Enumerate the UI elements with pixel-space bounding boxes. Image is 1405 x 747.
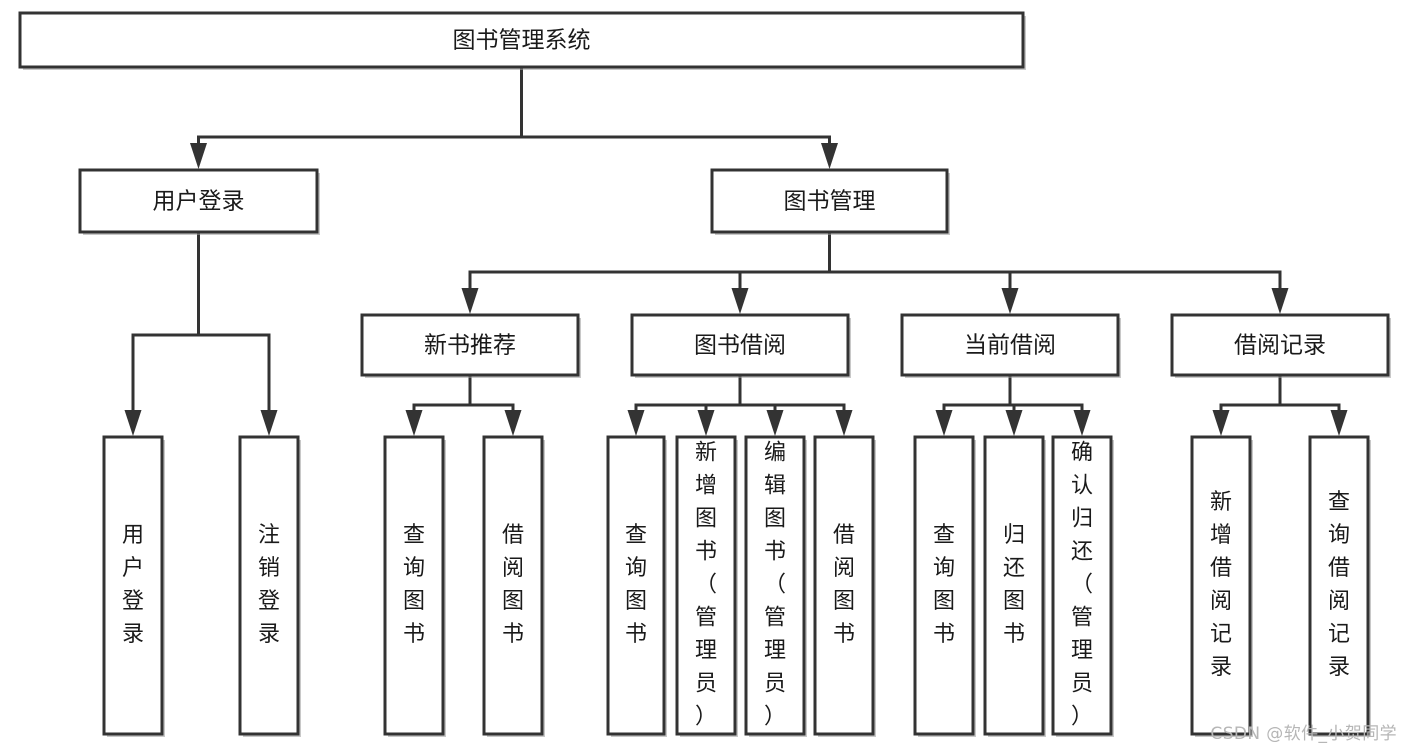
node-label: 编辑图书（管理员） (764, 441, 786, 730)
node-label: 新增图书（管理员） (695, 441, 717, 730)
arrow-head-icon (504, 410, 522, 436)
connector-group-n_borrow_log (1212, 373, 1348, 436)
node-label: 当前借阅 (964, 333, 1056, 359)
node-n_borrow_log[interactable]: 借阅记录 (1170, 313, 1391, 378)
arrow-head-icon (461, 288, 479, 314)
node-rect[interactable] (1170, 313, 1390, 377)
watermark-text: CSDN @软件_小贺同学 (1210, 724, 1397, 744)
node-label: 查询图书 (933, 523, 955, 647)
arrow-head-icon (1330, 410, 1348, 436)
node-label: 注销登录 (258, 523, 280, 647)
node-rect[interactable] (744, 435, 806, 736)
node-l_add_book[interactable]: 新增图书（管理员） (675, 435, 738, 737)
node-l_user_login[interactable]: 用户登录 (102, 435, 165, 737)
node-layer: 图书管理系统用户登录图书管理新书推荐图书借阅当前借阅借阅记录用户登录注销登录查询… (18, 11, 1391, 737)
node-n_new_book_rec[interactable]: 新书推荐 (360, 313, 581, 378)
node-n_book_borrow[interactable]: 图书借阅 (630, 313, 851, 378)
node-l_borrow_book_1[interactable]: 借阅图书 (482, 435, 545, 737)
arrow-head-icon (627, 410, 645, 436)
node-label: 图书管理 (784, 189, 876, 215)
arrow-head-icon (835, 410, 853, 436)
arrow-head-icon (1073, 410, 1091, 436)
node-l_logout[interactable]: 注销登录 (238, 435, 301, 737)
arrow-head-icon (190, 143, 207, 169)
node-l_query_book_2[interactable]: 查询图书 (606, 435, 667, 737)
node-label: 用户登录 (153, 189, 245, 215)
node-rect[interactable] (1190, 435, 1252, 736)
node-n_cur_borrow[interactable]: 当前借阅 (900, 313, 1121, 378)
node-rect[interactable] (1308, 435, 1370, 736)
node-label: 用户登录 (122, 523, 144, 647)
node-label: 新增借阅记录 (1210, 490, 1232, 680)
connector-layer (124, 65, 1348, 436)
node-rect[interactable] (383, 435, 445, 736)
arrow-head-icon (124, 410, 142, 436)
node-rect[interactable] (983, 435, 1045, 736)
node-label: 借阅记录 (1234, 333, 1326, 359)
connector-group-root (190, 65, 838, 169)
node-l_confirm_return[interactable]: 确认归还（管理员） (1051, 435, 1114, 737)
node-label: 新书推荐 (424, 333, 516, 359)
node-rect[interactable] (78, 168, 319, 234)
node-label: 归还图书 (1003, 523, 1025, 647)
arrow-head-icon (766, 410, 784, 436)
node-label: 查询图书 (625, 523, 647, 647)
connector-group-n_cur_borrow (935, 373, 1091, 436)
node-label: 图书管理系统 (453, 28, 591, 54)
arrow-head-icon (821, 143, 838, 169)
node-rect[interactable] (238, 435, 300, 736)
node-label: 借阅图书 (833, 523, 855, 647)
connector-group-n_user_login (124, 230, 278, 436)
connector-group-n_book_borrow (627, 373, 853, 436)
node-n_user_login[interactable]: 用户登录 (78, 168, 320, 235)
arrow-head-icon (405, 410, 423, 436)
node-l_add_log[interactable]: 新增借阅记录 (1190, 435, 1253, 737)
node-l_return_book[interactable]: 归还图书 (983, 435, 1046, 737)
node-rect[interactable] (360, 313, 580, 377)
arrow-head-icon (731, 288, 749, 314)
node-label: 图书借阅 (694, 333, 786, 359)
node-n_book_mgmt[interactable]: 图书管理 (710, 168, 950, 235)
node-rect[interactable] (1051, 435, 1113, 736)
node-label: 借阅图书 (502, 523, 524, 647)
arrow-head-icon (935, 410, 953, 436)
node-l_edit_book[interactable]: 编辑图书（管理员） (744, 435, 807, 737)
node-label: 查询借阅记录 (1328, 490, 1350, 680)
arrow-head-icon (1001, 288, 1019, 314)
arrow-head-icon (260, 410, 278, 436)
node-rect[interactable] (900, 313, 1120, 377)
node-rect[interactable] (675, 435, 737, 736)
node-rect[interactable] (630, 313, 850, 377)
node-rect[interactable] (606, 435, 666, 736)
node-rect[interactable] (913, 435, 975, 736)
node-rect[interactable] (18, 11, 1025, 69)
node-label: 查询图书 (403, 523, 425, 647)
node-rect[interactable] (482, 435, 544, 736)
node-l_borrow_book_2[interactable]: 借阅图书 (813, 435, 876, 737)
connector-group-n_book_mgmt (461, 230, 1289, 314)
arrow-head-icon (697, 410, 715, 436)
node-l_query_log[interactable]: 查询借阅记录 (1308, 435, 1371, 737)
arrow-head-icon (1005, 410, 1023, 436)
node-l_query_book_1[interactable]: 查询图书 (383, 435, 446, 737)
node-rect[interactable] (813, 435, 875, 736)
node-root[interactable]: 图书管理系统 (18, 11, 1026, 70)
connector-group-n_new_book_rec (405, 373, 522, 436)
node-l_query_book_3[interactable]: 查询图书 (913, 435, 976, 737)
arrow-head-icon (1271, 288, 1289, 314)
arrow-head-icon (1212, 410, 1230, 436)
node-rect[interactable] (710, 168, 949, 234)
node-label: 确认归还（管理员） (1071, 441, 1093, 730)
node-rect[interactable] (102, 435, 164, 736)
